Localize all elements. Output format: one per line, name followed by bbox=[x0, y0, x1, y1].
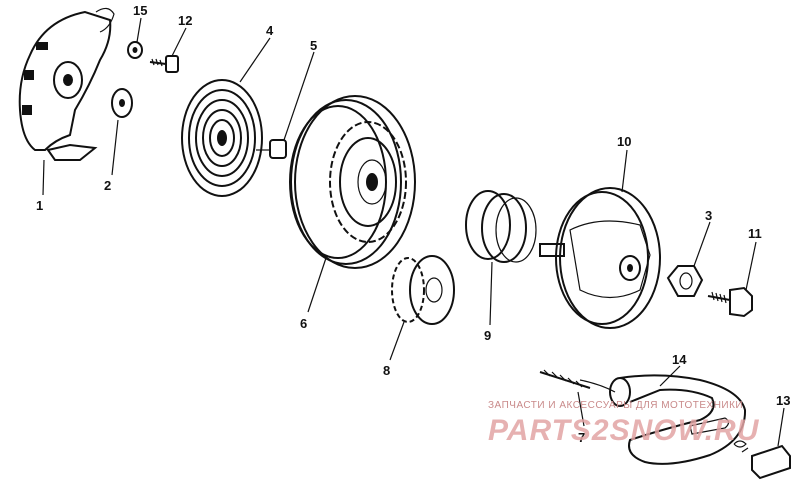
label-part-4: 4 bbox=[266, 23, 274, 38]
part-13-end-cap bbox=[733, 440, 791, 480]
leader-8 bbox=[389, 321, 405, 361]
part-4-recoil-spring bbox=[181, 79, 263, 197]
label-part-14: 14 bbox=[672, 352, 687, 367]
part-1-starter-housing bbox=[18, 7, 115, 161]
leader-12 bbox=[171, 27, 187, 57]
leader-10 bbox=[621, 149, 628, 193]
part-labels: 1 2 3 4 5 6 7 8 9 10 11 12 13 14 15 bbox=[36, 3, 790, 445]
label-part-9: 9 bbox=[484, 328, 491, 343]
leader-9 bbox=[489, 261, 493, 326]
part-8-pinion-gear bbox=[391, 255, 455, 325]
leader-2 bbox=[111, 119, 119, 176]
leader-lines bbox=[42, 17, 785, 447]
part-6-pulley bbox=[289, 95, 416, 269]
leader-4 bbox=[239, 37, 271, 83]
label-part-7: 7 bbox=[578, 430, 585, 445]
label-part-2: 2 bbox=[104, 178, 111, 193]
part-7-starter-rope bbox=[539, 369, 616, 393]
label-part-11: 11 bbox=[748, 226, 762, 241]
leader-5 bbox=[283, 51, 315, 141]
leader-6 bbox=[307, 257, 327, 313]
leader-13 bbox=[777, 407, 785, 447]
label-part-8: 8 bbox=[383, 363, 390, 378]
part-15-washer bbox=[127, 41, 143, 59]
part-2-flat-washer bbox=[111, 88, 133, 118]
watermark: ЗАПЧАСТИ И АКСЕССУАРЫ ДЛЯ МОТОТЕХНИКИ PA… bbox=[488, 400, 760, 447]
part-14-handle bbox=[609, 374, 747, 465]
leader-3 bbox=[693, 221, 711, 267]
leader-1 bbox=[42, 159, 45, 196]
part-3-nut bbox=[666, 265, 704, 297]
leader-15 bbox=[136, 17, 142, 43]
label-part-15: 15 bbox=[133, 3, 147, 18]
part-11-bolt bbox=[707, 286, 753, 318]
watermark-brand: PARTS2SNOW.RU bbox=[488, 414, 760, 447]
label-part-10: 10 bbox=[617, 134, 631, 149]
label-part-12: 12 bbox=[178, 13, 192, 28]
label-part-6: 6 bbox=[300, 316, 307, 331]
label-part-1: 1 bbox=[36, 198, 43, 213]
part-5-pin bbox=[256, 139, 287, 159]
watermark-tagline: ЗАПЧАСТИ И АКСЕССУАРЫ ДЛЯ МОТОТЕХНИКИ bbox=[488, 400, 743, 411]
leader-14 bbox=[659, 365, 681, 387]
label-part-5: 5 bbox=[310, 38, 317, 53]
part-9-spring-rings bbox=[465, 190, 537, 263]
label-part-13: 13 bbox=[776, 393, 790, 408]
label-part-3: 3 bbox=[705, 208, 712, 223]
leader-7 bbox=[577, 391, 585, 427]
part-10-cam-plate bbox=[539, 187, 661, 329]
leader-11 bbox=[745, 241, 757, 291]
part-12-bolt bbox=[149, 55, 179, 73]
